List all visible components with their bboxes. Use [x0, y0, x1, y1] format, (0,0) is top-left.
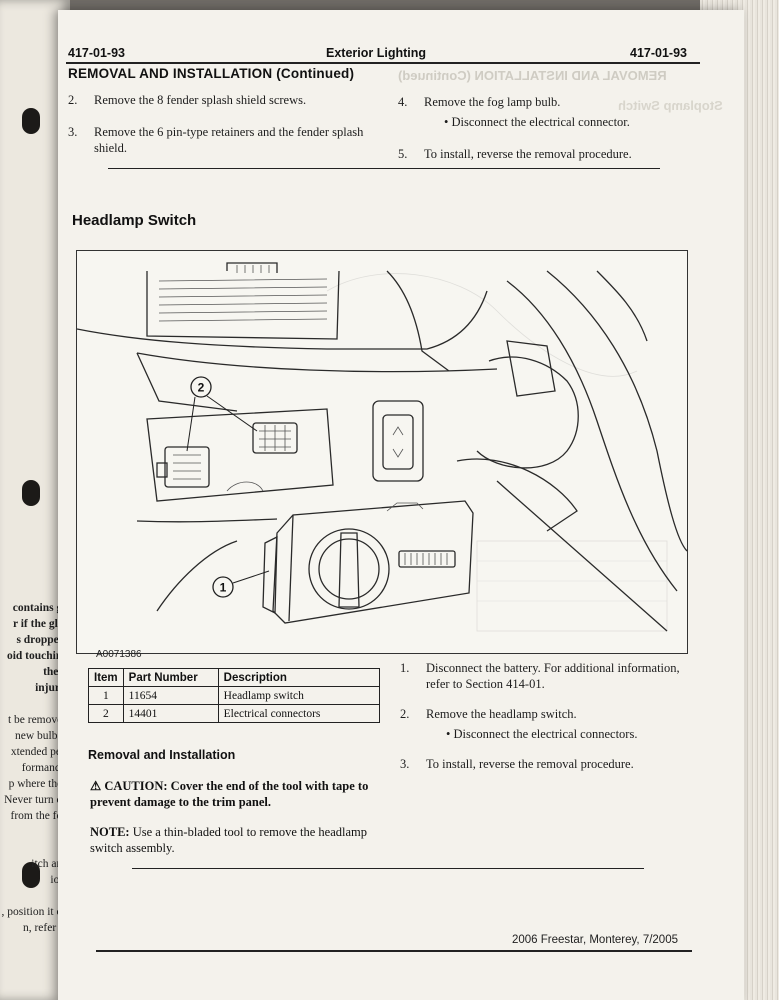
- trim-panel: [136, 518, 278, 523]
- parts-table: Item Part Number Description 1 11654 Hea…: [88, 668, 380, 723]
- callout-label: 1: [220, 581, 227, 595]
- callout-1: [212, 570, 270, 598]
- warning-triangle-icon: ⚠: [90, 779, 102, 793]
- steering-column: [456, 270, 688, 632]
- manual-page: 417-01-93 Exterior Lighting 417-01-93 RE…: [58, 10, 744, 1000]
- electrical-connector: [252, 422, 298, 454]
- electrical-connector: [156, 446, 210, 488]
- header-rule: [66, 62, 700, 64]
- step-bullet: • Disconnect the electrical connector.: [444, 115, 630, 129]
- step-item: 5. To install, reverse the removal proce…: [398, 147, 632, 161]
- show-through-drawing: [326, 273, 668, 632]
- procedure-step: 2. Remove the headlamp switch.: [400, 707, 577, 721]
- binder-hole: [22, 480, 40, 506]
- running-title: Exterior Lighting: [326, 46, 426, 60]
- footer-text: 2006 Freestar, Monterey, 7/2005: [512, 934, 678, 946]
- dash-edge: [386, 270, 450, 372]
- panel-detail: [226, 481, 264, 492]
- callout-label: 2: [198, 381, 205, 395]
- procedure-step: 3. To install, reverse the removal proce…: [400, 757, 634, 771]
- note-text: NOTE: Use a thin-bladed tool to remove t…: [90, 825, 368, 855]
- procedure-step: 1. Disconnect the battery. For additiona…: [400, 661, 680, 691]
- illustration-drawing: 2 1: [76, 262, 688, 632]
- air-vent: [146, 262, 340, 340]
- footer-rule: [96, 950, 692, 952]
- divider-rule: [108, 168, 660, 169]
- headlamp-switch-illustration: 2 1: [76, 250, 688, 654]
- table-row: 2 14401 Electrical connectors: [88, 704, 380, 723]
- caution-text: ⚠ CAUTION: Cover the end of the tool wit…: [90, 779, 369, 809]
- divider-rule: [132, 868, 644, 869]
- previous-page-line: oid touching: [6, 650, 68, 662]
- binder-hole: [22, 108, 40, 134]
- table-header-row: Item Part Number Description: [88, 668, 380, 687]
- page-number-left: 417-01-93: [68, 46, 125, 60]
- show-through-text: REMOVAL AND INSTALLATION (Continued): [398, 68, 667, 83]
- fog-lamp-switch: [372, 400, 424, 482]
- trim-panel: [156, 540, 238, 612]
- subsection-heading: Removal and Installation: [88, 748, 236, 762]
- headlamp-switch: [262, 500, 474, 624]
- panel-opening: [146, 408, 334, 502]
- section-title: Headlamp Switch: [72, 212, 197, 229]
- section-heading: REMOVAL AND INSTALLATION (Continued): [68, 66, 355, 81]
- previous-page-line: formance.: [21, 762, 68, 774]
- dash-edge: [136, 352, 498, 373]
- callout-2: [186, 376, 258, 452]
- previous-page-line: s dropped.: [16, 634, 68, 646]
- procedure-bullet: • Disconnect the electrical connectors.: [446, 727, 638, 741]
- table-row: 1 11654 Headlamp switch: [88, 686, 380, 705]
- step-item: 4. Remove the fog lamp bulb.: [398, 95, 561, 109]
- step-item: 2. Remove the 8 fender splash shield scr…: [68, 93, 307, 107]
- dash-edge: [136, 352, 238, 412]
- previous-page-line: t be removed: [7, 714, 68, 726]
- figure-id: A0071386: [96, 649, 142, 660]
- dash-edge: [76, 290, 488, 350]
- page-number-right: 417-01-93: [630, 46, 687, 60]
- step-item: 3. Remove the 6 pin-type retainers and t…: [68, 125, 364, 155]
- binder-hole: [22, 862, 40, 888]
